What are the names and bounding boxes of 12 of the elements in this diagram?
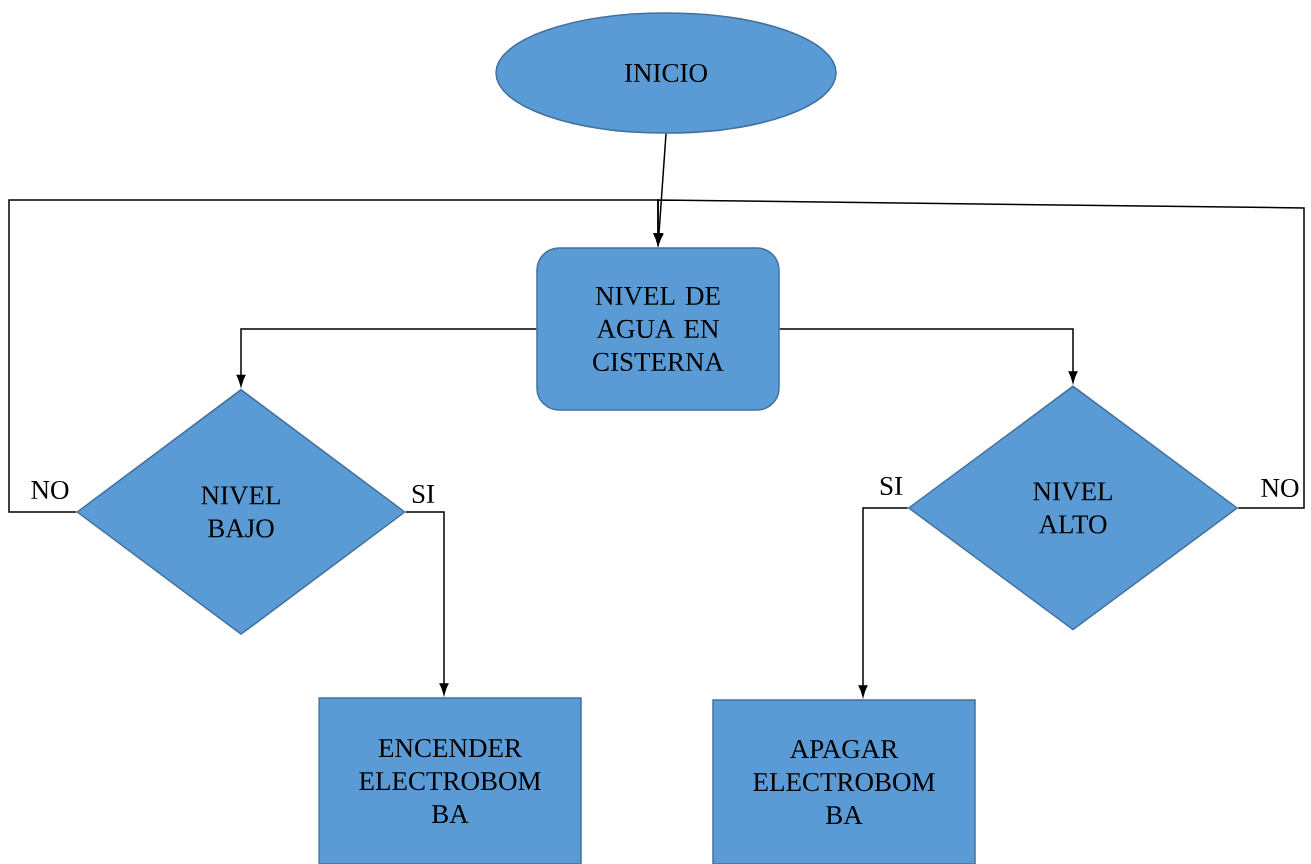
edge-label: NO xyxy=(29,479,71,501)
arrow xyxy=(779,328,1078,383)
arrow xyxy=(653,199,1305,509)
process-box: APAGAR ELECTROBOM BA xyxy=(712,699,976,864)
process-box: ENCENDER ELECTROBOM BA xyxy=(318,697,582,864)
arrow xyxy=(858,507,909,697)
process-box: NIVEL DE AGUA EN CISTERNA xyxy=(536,247,780,411)
edge-label: SI xyxy=(410,483,436,505)
edge-label: NO xyxy=(1259,477,1301,499)
edge-label: SI xyxy=(878,475,904,497)
arrow xyxy=(236,328,537,387)
arrow xyxy=(405,511,449,695)
